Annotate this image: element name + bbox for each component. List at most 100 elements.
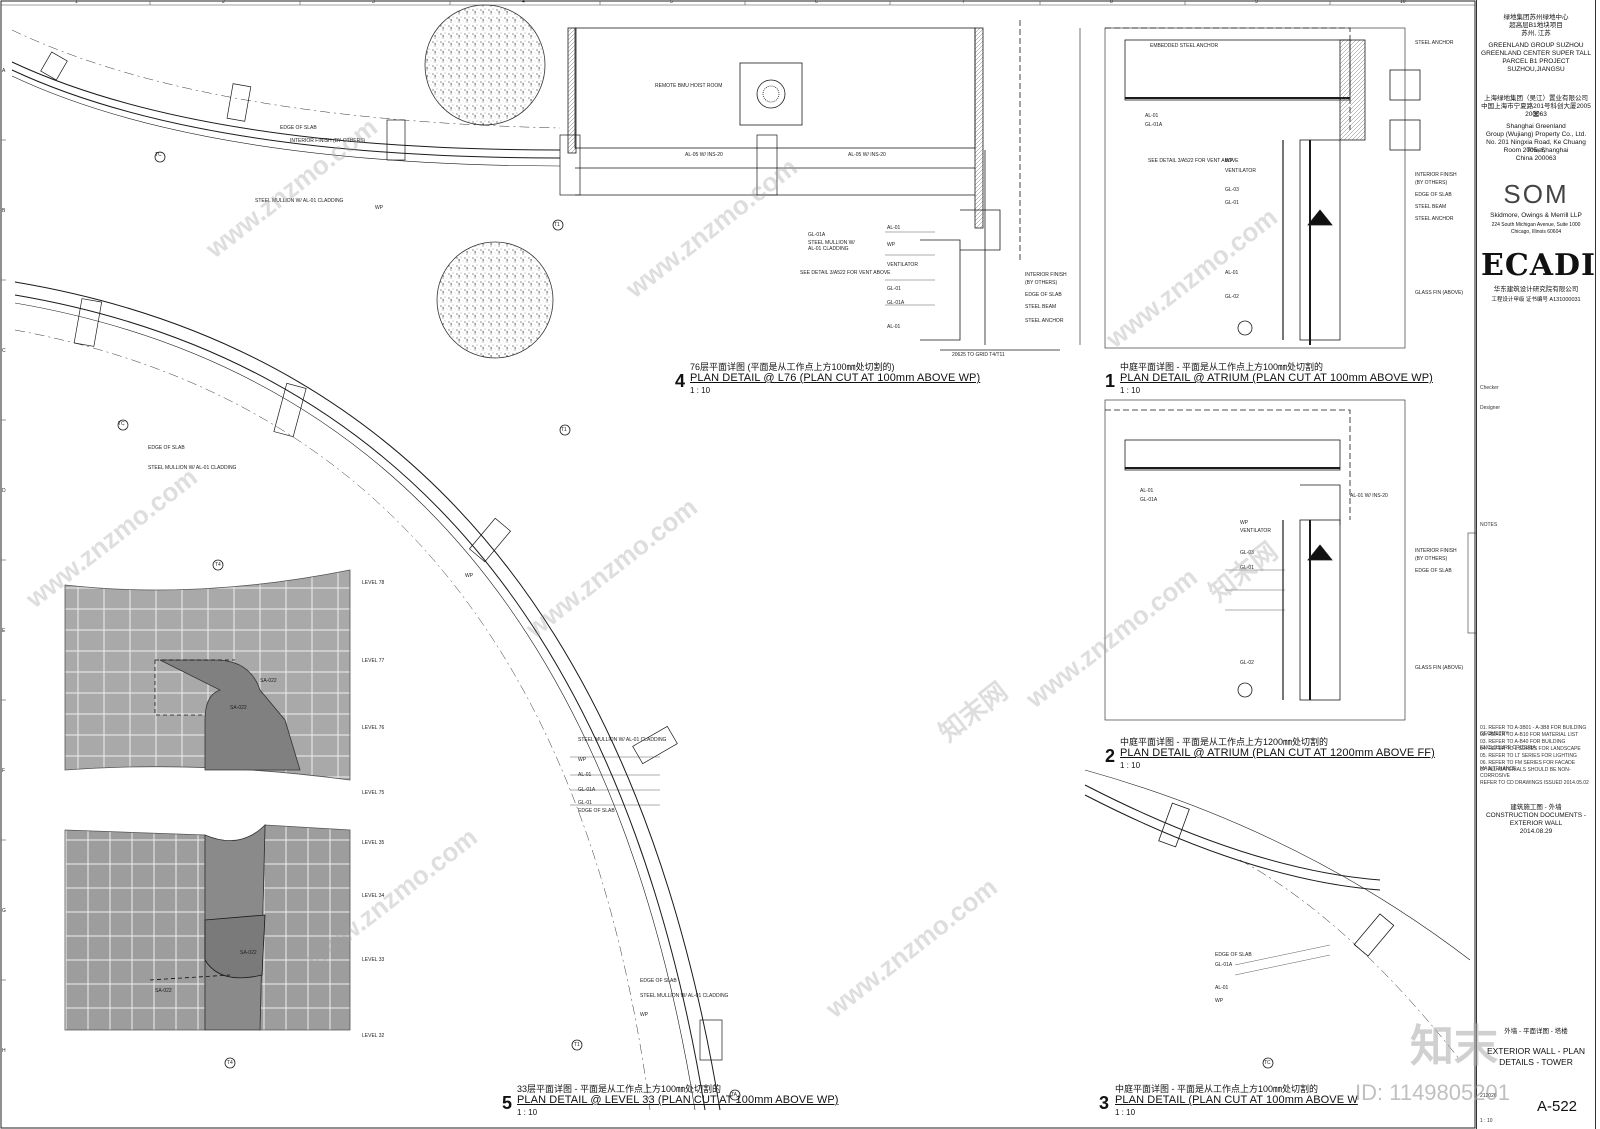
ecadi-logo: ECADI (1481, 248, 1597, 283)
label-wp-5: WP (465, 573, 474, 579)
note-6: 06. REFER TO FM SERIES FOR FACADE MAINTE… (1480, 760, 1576, 772)
detail-1-number: 1 (1105, 371, 1116, 391)
label-wp-3: WP (1215, 998, 1224, 1004)
owner-cn-3: 200063 (1525, 111, 1547, 118)
bubble-tc-3: TC (1264, 1060, 1271, 1066)
project-name-en-4: SUZHOU,JIANGSU (1507, 66, 1565, 73)
watermark-id: ID: 1149805201 (1355, 1080, 1510, 1105)
watermark-logo: 知末 (1410, 1022, 1498, 1071)
label-level-75: LEVEL 75 (362, 790, 385, 796)
detail-3-scale: 1 : 10 (1115, 1108, 1136, 1117)
label-level-76: LEVEL 76 (362, 725, 385, 731)
bubble-ta-5: TA (731, 1092, 738, 1098)
label-see-detail-1: SEE DETAIL 3/A522 FOR VENT ABOVE (1148, 158, 1239, 164)
note-2: 02. REFER TO A-B10 FOR MATERIAL LIST (1480, 732, 1579, 738)
label-interior-finish-2: INTERIOR FINISH (1415, 548, 1457, 554)
label-gl02-2: GL-02 (1240, 660, 1254, 666)
label-gl01a-4: GL-01A (808, 232, 826, 238)
grid-letter-e: E (2, 628, 6, 634)
label-ventilator-4: VENTILATOR (887, 262, 918, 268)
owner-en-4: Room 2005, Shanghai (1503, 147, 1569, 154)
owner-cn-1: 上海绿地集团（吴江）置业有限公司 (1484, 95, 1588, 102)
note-4: 04. REFER TO L SERIES FOR LANDSCAPE (1480, 746, 1581, 752)
label-by-others-4: (BY OTHERS) (1025, 280, 1058, 286)
sheet-frame (0, 0, 1476, 1129)
detail-1-scale: 1 : 10 (1120, 386, 1141, 395)
project-name-en-3: PARCEL B1 PROJECT (1502, 58, 1570, 65)
owner-cn-2: 中国上海市宁夏路201号科创大厦2005室 (1481, 103, 1591, 118)
label-steel-anchor-4: STEEL ANCHOR (1025, 318, 1064, 324)
bubble-t4-upper: T4 (215, 562, 221, 568)
label-al05-b: AL-05 W/ INS-20 (848, 152, 886, 158)
label-al01-4b: AL-01 (887, 324, 901, 330)
grid-number-7: 7 (962, 0, 965, 5)
grid-letter-g: G (2, 908, 6, 914)
label-gl03-2: GL-03 (1240, 550, 1254, 556)
facade-view-lower (64, 824, 351, 1069)
label-by-others-1: (BY OTHERS) (1415, 180, 1448, 186)
detail-3-title-cn: 中庭平面详图 - 平面是从工作点上方100㎜处切割的 (1115, 1084, 1319, 1094)
label-al01-cladding-4: AL-01 CLADDING (808, 246, 849, 252)
ecadi-name-cn: 华东建筑设计研究院有限公司 (1493, 286, 1579, 293)
bubble-tc-5: TC (118, 421, 125, 427)
label-al01-4: AL-01 (887, 225, 901, 231)
detail-1-title: PLAN DETAIL @ ATRIUM (PLAN CUT AT 100mm … (1120, 372, 1433, 384)
stage-en-2: EXTERIOR WALL (1509, 820, 1563, 827)
detail-5-title-cn: 33层平面详图 - 平面是从工作点上方100㎜处切割的 (517, 1084, 722, 1094)
label-level-78: LEVEL 78 (362, 580, 385, 586)
label-steel-mullion-5c: STEEL MULLION W/ AL-01 CLADDING (640, 993, 729, 999)
label-level-33: LEVEL 33 (362, 957, 385, 963)
bubble-t4-lower: T4 (227, 1060, 233, 1066)
grid-number-8: 8 (1110, 0, 1113, 5)
label-steel-anchor-1b: STEEL ANCHOR (1415, 216, 1454, 222)
key-plan-label: NOTES (1480, 522, 1498, 528)
owner-en-1: Shanghai Greenland (1506, 123, 1566, 130)
label-wp-4: WP (887, 242, 896, 248)
label-steel-mullion-short-4: STEEL MULLION W/ (808, 240, 855, 246)
grid-number-6: 6 (815, 0, 818, 5)
detail-3-drawing (1084, 769, 1471, 1069)
label-gl03-1: GL-03 (1225, 187, 1239, 193)
detail-3-number: 3 (1099, 1093, 1110, 1113)
grid-letter-b: B (2, 208, 6, 214)
label-steel-beam-4: STEEL BEAM (1025, 304, 1057, 310)
label-wp-1: WP (1225, 158, 1234, 164)
label-glass-fin-1: GLASS FIN (ABOVE) (1415, 290, 1464, 296)
som-name: Skidmore, Owings & Merrill LLP (1490, 212, 1582, 219)
label-edge-of-slab-4: EDGE OF SLAB (280, 125, 317, 131)
label-level-35: LEVEL 35 (362, 840, 385, 846)
grid-letter-h: H (2, 1048, 6, 1054)
sheet-number: A-522 (1537, 1098, 1578, 1115)
detail-4-scale: 1 : 10 (690, 386, 711, 395)
label-al01-ins-2: AL-01 W/ INS-20 (1350, 493, 1388, 499)
som-logo: SOM (1503, 179, 1569, 209)
label-sa022-upper: SA-022 (230, 705, 247, 711)
label-edge-of-slab-1: EDGE OF SLAB (1415, 192, 1452, 198)
label-al01-2: AL-01 (1140, 488, 1154, 494)
sheet-title-cn: 外墙 - 平面详图 - 塔楼 (1504, 1028, 1568, 1035)
detail-1-drawing (1104, 27, 1421, 349)
owner-en-3: No. 201 Ningxia Road, Ke Chuang Tower, (1486, 139, 1586, 154)
grid-number-5: 5 (670, 0, 673, 5)
grid-number-1: 1 (75, 0, 78, 5)
label-level-77: LEVEL 77 (362, 658, 385, 664)
bubble-tc-4: TC (155, 152, 162, 158)
label-gl01a-2: GL-01A (1140, 497, 1158, 503)
label-edge-of-slab-2: EDGE OF SLAB (1415, 568, 1452, 574)
grid-number-10: 10 (1400, 0, 1406, 5)
note-3: 03. REFER TO A-B40 FOR BUILDING ENCLOSUR… (1480, 739, 1566, 751)
bubble-t1-4: T1 (554, 222, 560, 228)
note-1: 01. REFER TO A-3B01 - A-3B8 FOR BUILDING… (1480, 725, 1587, 737)
label-ventilator-2: VENTILATOR (1240, 528, 1271, 534)
label-steel-mullion-5b: STEEL MULLION W/ AL-01 CLADDING (578, 737, 667, 743)
detail-5-scale: 1 : 10 (517, 1108, 538, 1117)
detail-4-title-cn: 76层平面详图 (平面是从工作点上方100㎜处切割的) (690, 362, 895, 372)
detail-3-title: PLAN DETAIL (PLAN CUT AT 100mm ABOVE W (1115, 1094, 1358, 1106)
label-level-32: LEVEL 32 (362, 1033, 385, 1039)
label-see-detail: SEE DETAIL 3/A522 FOR VENT ABOVE (800, 270, 891, 276)
som-address-1: 224 South Michigan Avenue, Suite 1000 (1491, 222, 1581, 228)
label-steel-mullion-5: STEEL MULLION W/ AL-01 CLADDING (148, 465, 237, 471)
detail-2-scale: 1 : 10 (1120, 761, 1141, 770)
